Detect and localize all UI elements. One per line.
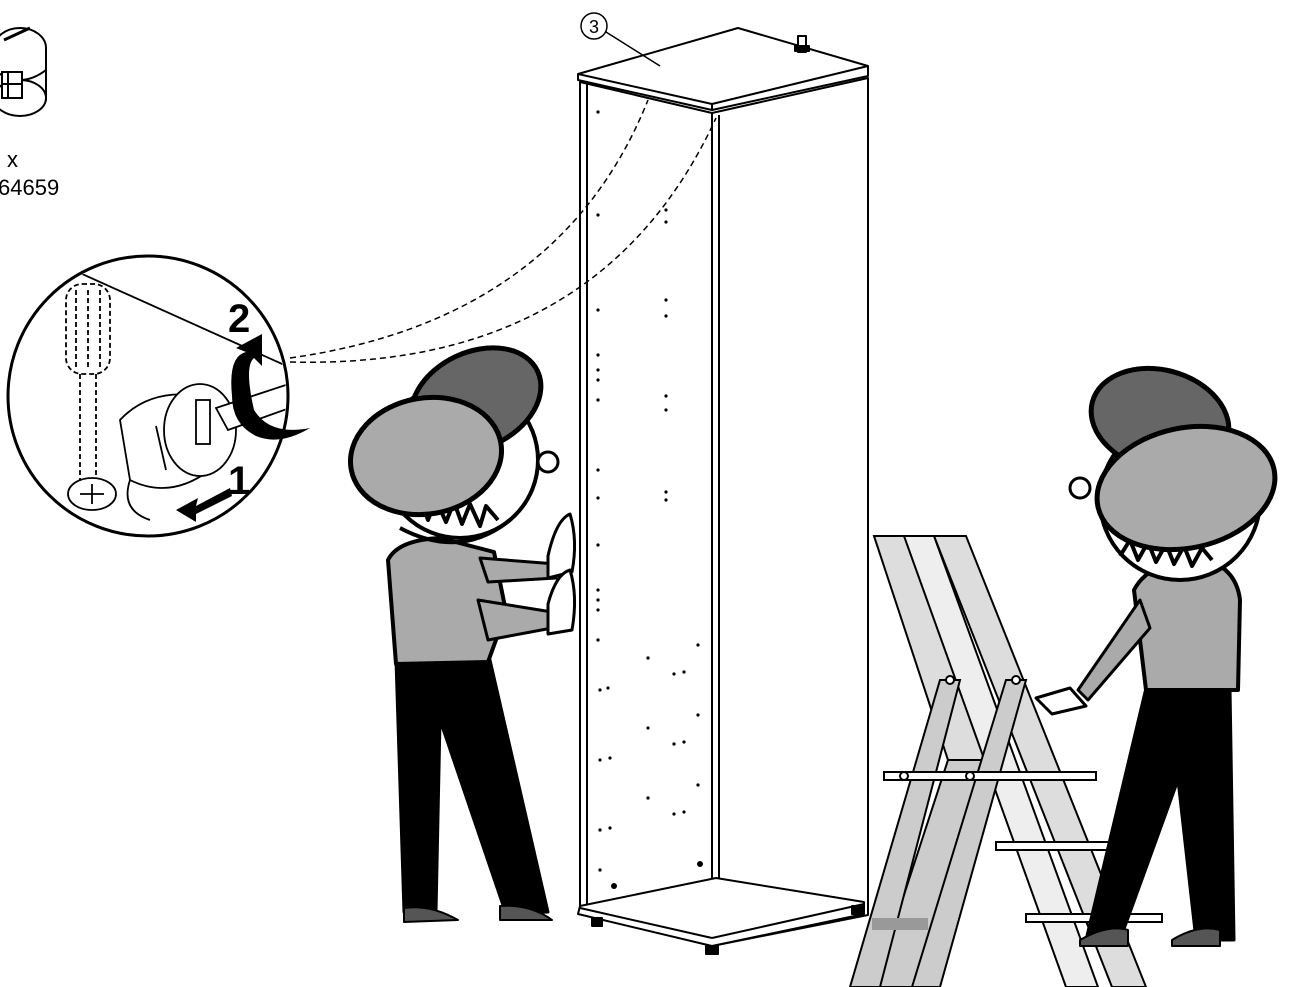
shelf-holes <box>596 110 703 889</box>
person-right <box>1034 365 1278 947</box>
panel-number-label: 3 <box>589 17 599 37</box>
cam-lock-part-icon <box>0 26 47 117</box>
rotate-arrow <box>231 334 310 440</box>
cabinet <box>577 27 869 955</box>
part-quantity-label: x <box>7 147 18 172</box>
part-number-label: 64659 <box>0 175 59 200</box>
step-2-label: 2 <box>228 297 250 341</box>
push-arrow <box>176 488 232 522</box>
detail-leader-lines <box>289 99 717 363</box>
panel-number-callout: 3 <box>580 12 661 67</box>
detail-circle: 2 1 <box>6 254 310 538</box>
person-left <box>347 345 577 923</box>
step-1-label: 1 <box>228 459 250 503</box>
